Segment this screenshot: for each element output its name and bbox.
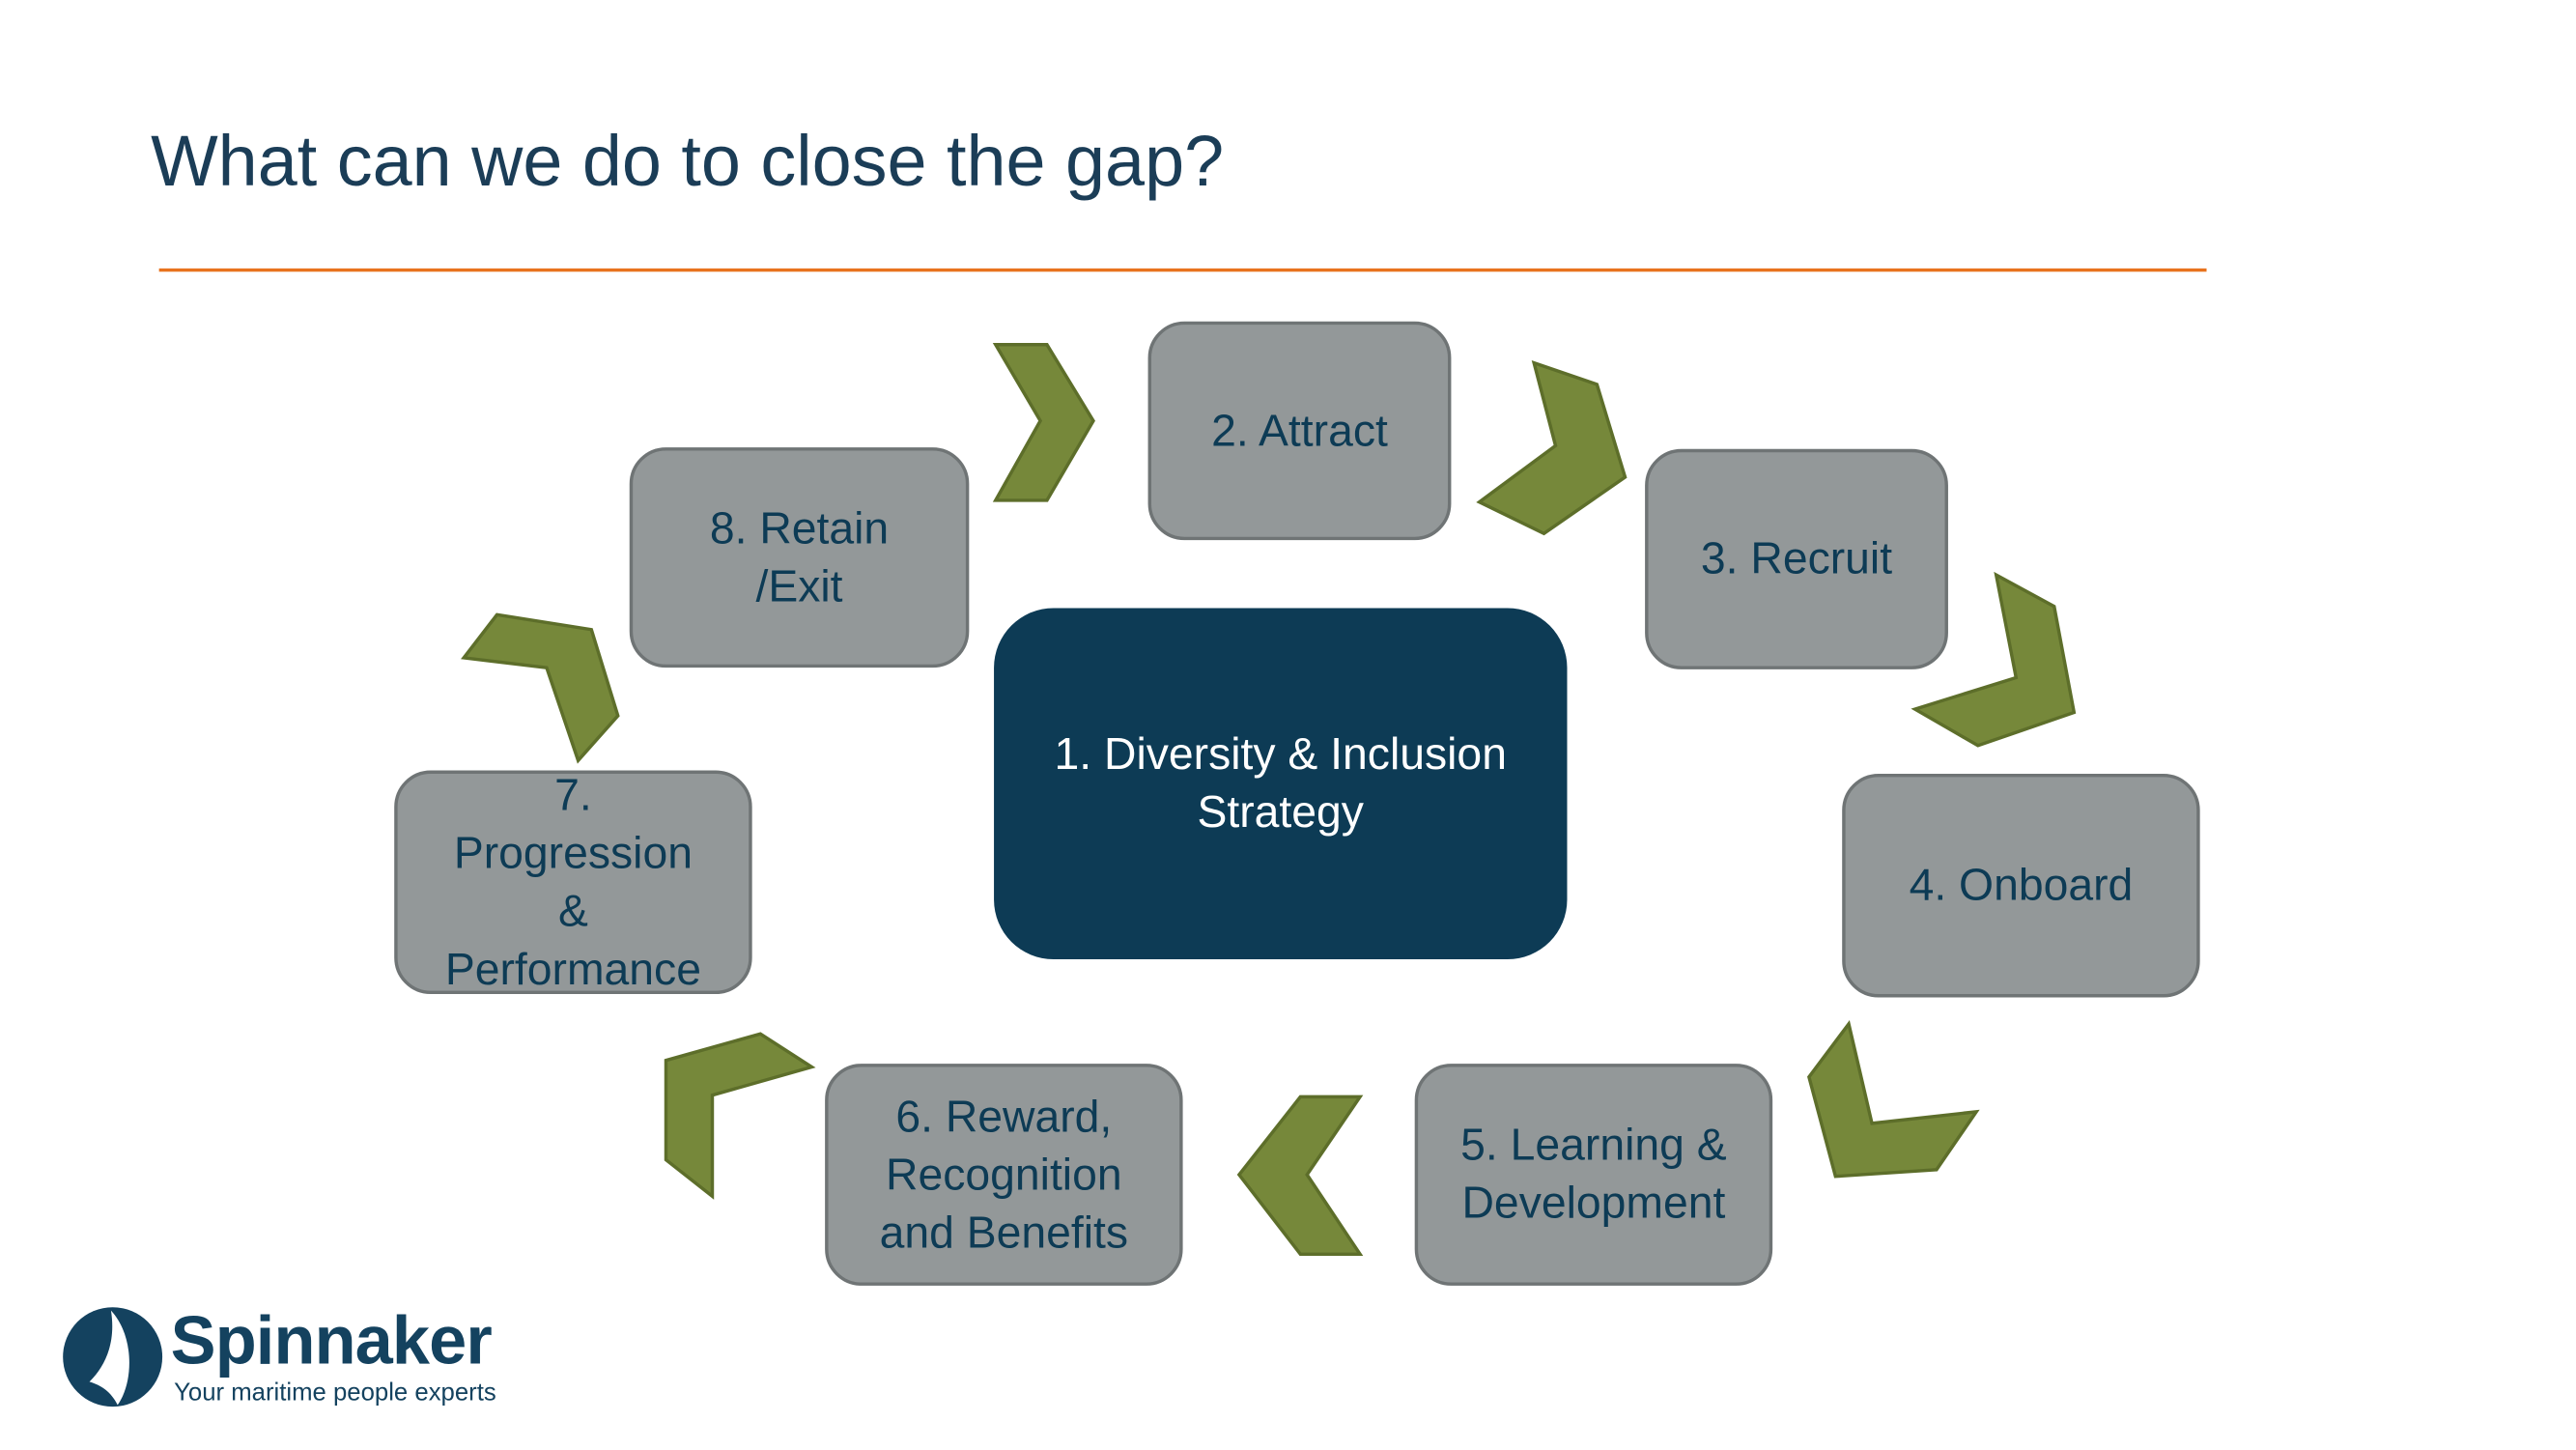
arrow-6-to-7 xyxy=(664,1032,816,1200)
step-6-reward: 6. Reward, Recognition and Benefits xyxy=(825,1064,1183,1286)
logo-tagline: Your maritime people experts xyxy=(174,1378,496,1407)
step-3-recruit: 3. Recruit xyxy=(1645,448,1948,669)
step-1-strategy: 1. Diversity & Inclusion Strategy xyxy=(994,608,1568,960)
arrow-2-to-3 xyxy=(1476,359,1628,536)
sail-logo-icon xyxy=(63,1307,163,1407)
logo-name: Spinnaker xyxy=(170,1302,493,1379)
step-5-learning: 5. Learning & Development xyxy=(1414,1064,1773,1286)
arrow-4-to-5 xyxy=(1807,1019,1980,1179)
arrow-8-to-2 xyxy=(992,343,1095,502)
step-8-retain: 8. Retain /Exit xyxy=(629,447,970,668)
arrow-5-to-6 xyxy=(1236,1095,1364,1257)
step-4-onboard: 4. Onboard xyxy=(1842,773,2200,998)
arrow-7-to-8 xyxy=(461,612,620,764)
title-divider xyxy=(158,268,2207,272)
spinnaker-logo: Spinnaker Your maritime people experts xyxy=(60,1302,557,1418)
step-7-progression: 7. Progression & Performance xyxy=(394,770,752,995)
slide-title: What can we do to close the gap? xyxy=(151,122,1225,203)
arrow-3-to-4 xyxy=(1911,571,2077,748)
step-2-attract: 2. Attract xyxy=(1147,321,1452,541)
